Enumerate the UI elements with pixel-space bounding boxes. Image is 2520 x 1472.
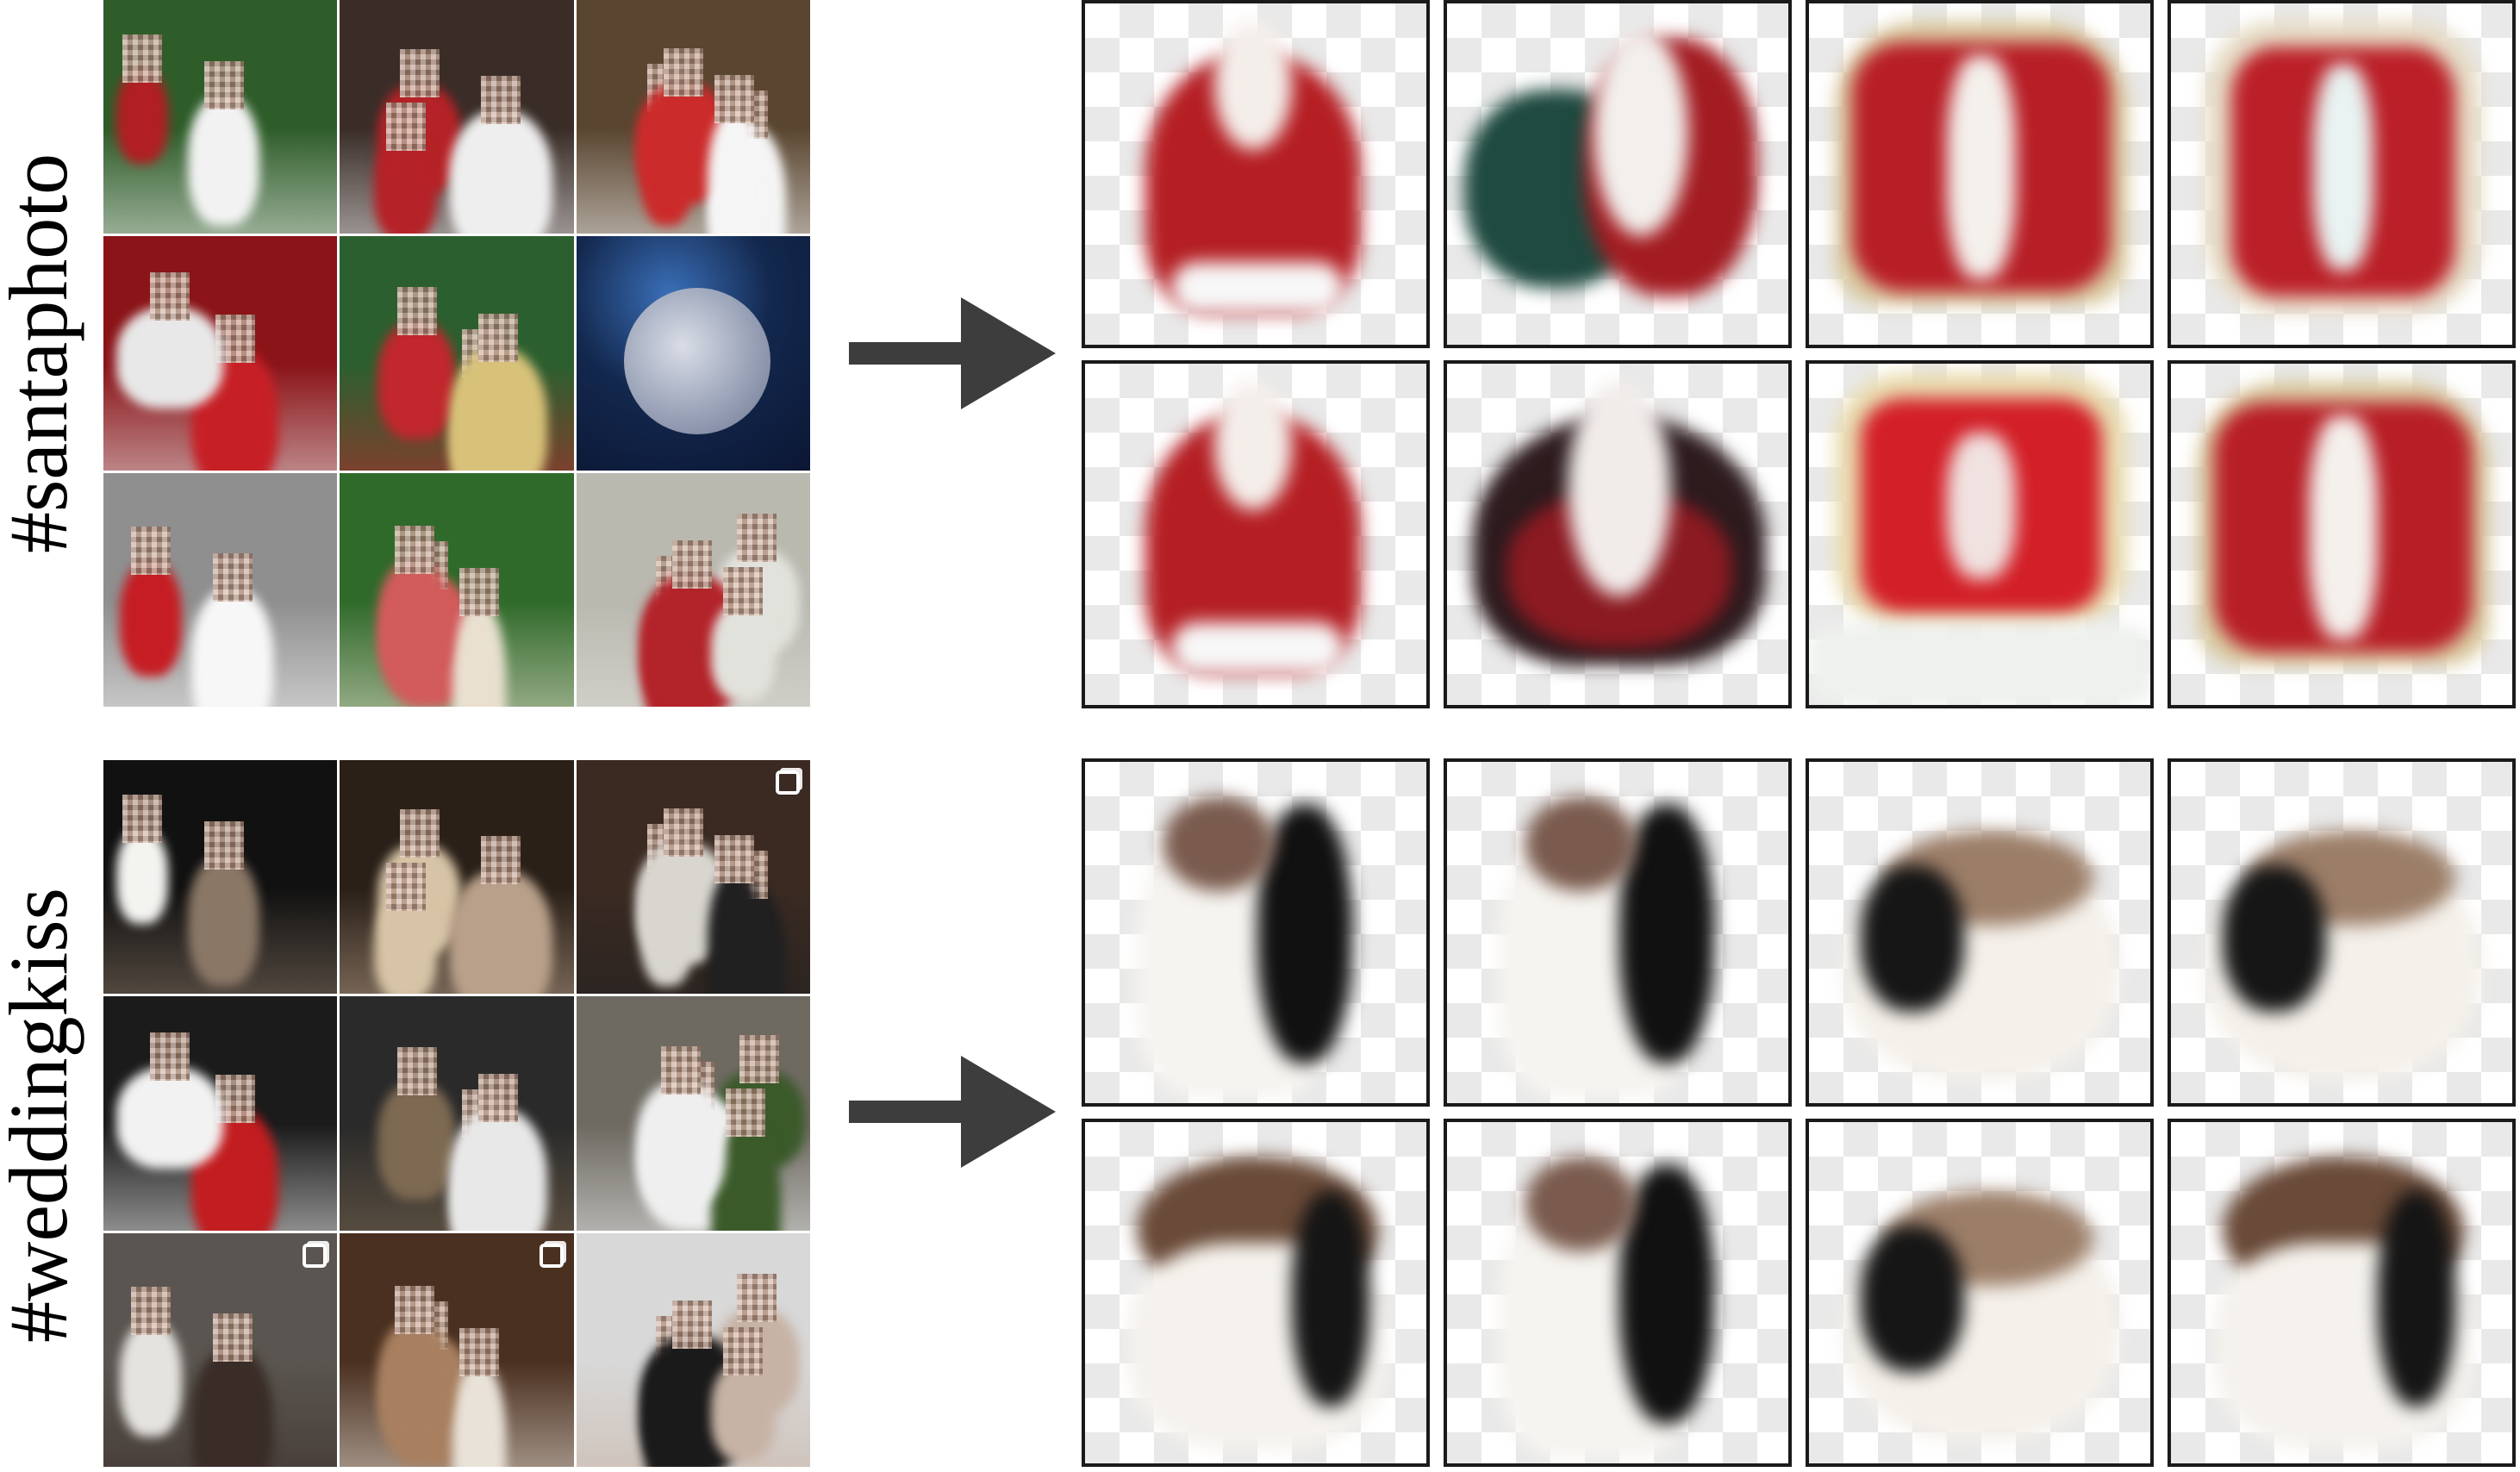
generated-output-tile [1082, 360, 1430, 708]
input-photo [103, 996, 338, 1231]
generated-output-grid-santaphoto [1082, 0, 2520, 708]
hashtag-label-santaphoto: #santaphoto [0, 0, 85, 707]
multi-image-icon [539, 1243, 564, 1268]
input-photo [340, 760, 574, 995]
input-photo [340, 236, 574, 471]
generated-output-tile [1806, 360, 2154, 708]
input-photo [576, 0, 810, 234]
generated-output-grid-weddingkiss [1082, 758, 2520, 1467]
input-photo-grid-santaphoto [103, 0, 810, 707]
input-photo [576, 472, 810, 707]
generated-output-tile [2168, 1119, 2516, 1467]
input-photo [576, 760, 810, 995]
generated-output-tile [1806, 758, 2154, 1107]
input-photo [576, 236, 810, 471]
generated-output-tile [2168, 360, 2516, 708]
input-photo [103, 760, 338, 995]
generated-output-tile [1444, 1119, 1792, 1467]
input-photo [103, 472, 338, 707]
generated-output-tile [2168, 758, 2516, 1107]
hashtag-text: #weddingkiss [0, 888, 84, 1343]
input-photo [340, 1232, 574, 1467]
generated-output-tile [2168, 0, 2516, 348]
hashtag-text: #santaphoto [0, 153, 85, 553]
input-photo [103, 1232, 338, 1467]
input-photo [576, 1232, 810, 1467]
input-photo [340, 472, 574, 707]
generated-output-tile [1444, 0, 1792, 348]
multi-image-icon [303, 1243, 327, 1268]
generated-output-tile [1444, 758, 1792, 1107]
generated-output-tile [1806, 1119, 2154, 1467]
input-photo [103, 0, 338, 234]
hashtag-label-weddingkiss: #weddingkiss [0, 758, 84, 1472]
multi-image-icon [776, 770, 800, 795]
arrow-right-icon [849, 1056, 1056, 1168]
arrow-right-icon [849, 297, 1056, 409]
input-photo [340, 996, 574, 1231]
generated-output-tile [1806, 0, 2154, 348]
generated-output-tile [1444, 360, 1792, 708]
input-photo [340, 0, 574, 234]
generated-output-tile [1082, 1119, 1430, 1467]
input-photo-grid-weddingkiss [103, 760, 810, 1467]
input-photo [103, 236, 338, 471]
input-photo [576, 996, 810, 1231]
generated-output-tile [1082, 0, 1430, 348]
generated-output-tile [1082, 758, 1430, 1107]
